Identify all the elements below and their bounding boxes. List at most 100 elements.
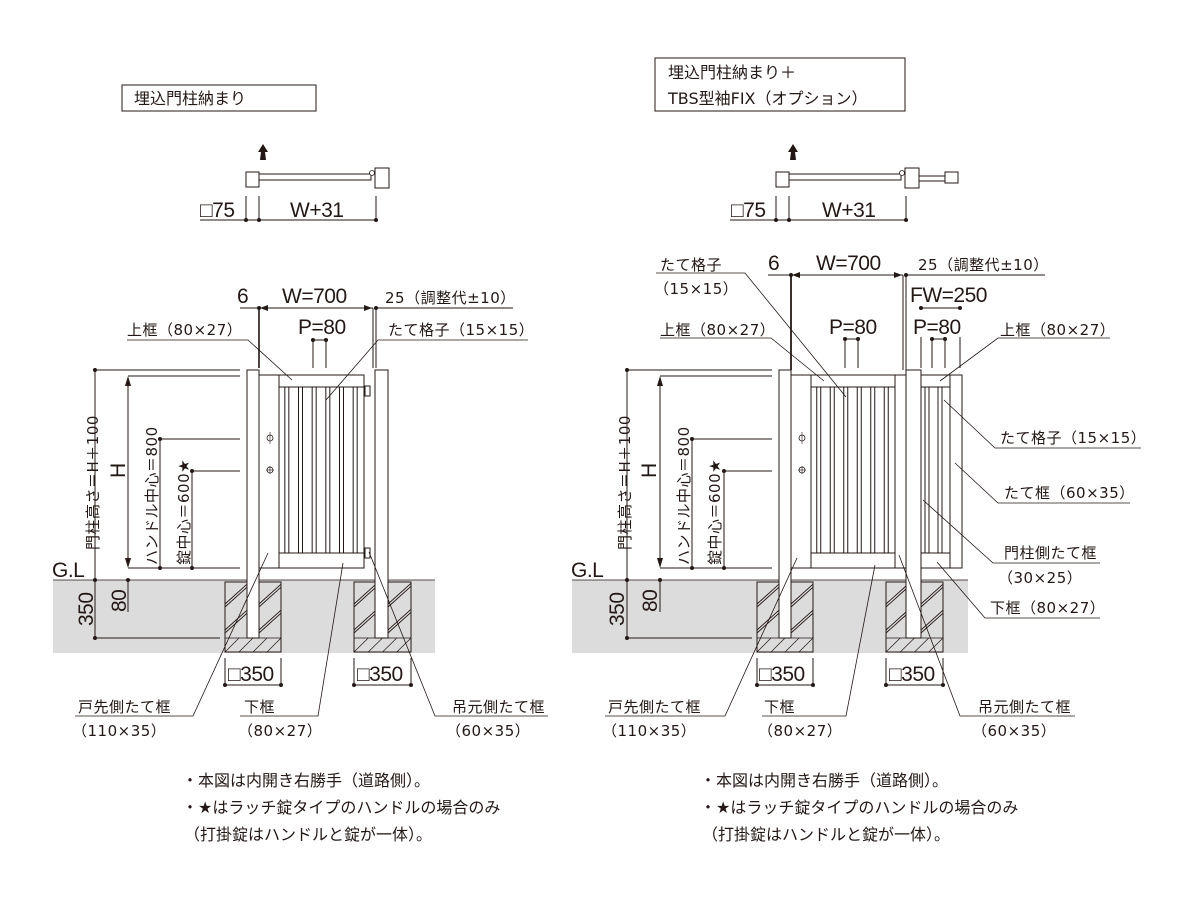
left-label-hinge-stile: 吊元側たて框 bbox=[452, 698, 545, 716]
left-title-box bbox=[121, 84, 317, 112]
right-adjust-dim: 25（調整代±10） bbox=[918, 256, 1049, 274]
left-opening-direction-arrow-icon bbox=[258, 144, 268, 160]
right-plan-fix-panel bbox=[918, 175, 948, 182]
dimension-dot bbox=[126, 578, 130, 582]
right-latch-concrete-hatch bbox=[790, 586, 814, 608]
left-label-bottom-rail: 下框 bbox=[244, 698, 275, 716]
right-foundation2-dim: □350 bbox=[889, 663, 935, 686]
left-hinge-concrete-hatch bbox=[353, 613, 376, 634]
right-latch-concrete-hatch bbox=[756, 583, 780, 605]
dimension-dot bbox=[755, 683, 759, 687]
right-leader-bottom-rail bbox=[762, 564, 876, 717]
right-diagram-text: 埋込門柱納まり＋ TBS型袖FIX（オプション） □75 W+31 6 W=70… bbox=[571, 57, 1146, 844]
dimension-dot bbox=[223, 683, 227, 687]
left-vertical-bar bbox=[311, 386, 317, 554]
dimension-dot bbox=[190, 566, 194, 570]
left-hinge-concrete-hatch bbox=[353, 587, 376, 608]
left-depth-dim: 350 bbox=[75, 592, 98, 626]
right-title-box bbox=[654, 57, 906, 112]
left-hinge-concrete-hatch bbox=[387, 582, 412, 605]
dimension-dot bbox=[158, 437, 162, 441]
right-latch-gravel-hatch bbox=[756, 637, 772, 653]
right-depth-dim: 350 bbox=[606, 592, 629, 626]
right-latch-concrete-hatch bbox=[756, 612, 780, 634]
right-post-height-dim: 門柱高さ＝H＋100 bbox=[616, 415, 634, 550]
dimension-dot bbox=[774, 218, 778, 222]
right-label-bar-size: （15×15） bbox=[654, 280, 738, 298]
dimension-dot bbox=[690, 566, 694, 570]
right-leader-latch-stile bbox=[605, 557, 798, 717]
right-label-latch-stile: 戸先側たて框 bbox=[608, 698, 701, 716]
dimension-dot bbox=[904, 218, 908, 222]
right-label-hinge-stile: 吊元側たて框 bbox=[978, 698, 1071, 716]
right-hinge-gravel-hatch bbox=[885, 637, 901, 653]
right-hinge-concrete-hatch bbox=[885, 585, 907, 605]
right-latch-post bbox=[778, 369, 792, 639]
drawing-geometry bbox=[53, 144, 1141, 717]
right-label-hinge-stile-size: （60×35） bbox=[972, 722, 1056, 740]
left-hinge-concrete-hatch bbox=[353, 610, 376, 631]
dimension-dot bbox=[856, 337, 860, 341]
right-foundation1-dim: □350 bbox=[759, 663, 805, 686]
right-plan-fix-end bbox=[944, 171, 959, 184]
left-foundation1-dim: □350 bbox=[228, 663, 274, 686]
right-plan-latch-post bbox=[775, 171, 790, 188]
right-plan-gate bbox=[788, 173, 902, 181]
left-latch-concrete-hatch bbox=[224, 586, 248, 608]
left-leader-hinge-stile bbox=[368, 551, 548, 717]
right-hinge-concrete-hatch bbox=[920, 583, 944, 605]
right-hinge-concrete-hatch bbox=[920, 609, 944, 631]
left-vertical-bar bbox=[352, 386, 358, 554]
right-pitch-dim: P=80 bbox=[829, 316, 877, 339]
dimension-dot bbox=[930, 337, 934, 341]
left-hinge-concrete-hatch bbox=[387, 585, 412, 608]
dimension-dot bbox=[884, 683, 888, 687]
right-plan-hinge-post bbox=[904, 167, 920, 189]
right-plan-hinge-icon bbox=[899, 170, 905, 176]
left-plan-hinge-post bbox=[374, 167, 390, 189]
left-latch-gravel-hatch bbox=[238, 637, 254, 653]
right-post-side-stile bbox=[894, 374, 907, 569]
left-hinge-top bbox=[364, 385, 371, 397]
right-vertical-bar bbox=[870, 386, 876, 554]
right-vertical-bar bbox=[829, 386, 835, 554]
right-label-latch-stile-size: （110×35） bbox=[602, 722, 696, 740]
dimension-dot bbox=[958, 306, 962, 310]
dimension-dot bbox=[787, 218, 791, 222]
left-latch-gravel-hatch bbox=[266, 637, 282, 653]
dimension-dot bbox=[257, 218, 261, 222]
left-latch-concrete-hatch bbox=[224, 609, 248, 631]
left-plan-hinge-icon bbox=[369, 170, 375, 176]
left-handle-dim: ハンドル中心＝800 bbox=[143, 426, 161, 565]
left-pitch-dim: P=80 bbox=[298, 316, 346, 339]
left-arrow-up-icon bbox=[125, 376, 131, 386]
dimension-dot bbox=[409, 683, 413, 687]
left-width-dim: W=700 bbox=[282, 285, 347, 308]
right-vertical-bar bbox=[843, 386, 849, 554]
right-hinge-gravel-hatch bbox=[914, 637, 929, 653]
left-arrow-left-icon bbox=[260, 305, 268, 311]
left-label-bar: たて格子（15×15） bbox=[388, 321, 534, 339]
left-top-rail bbox=[278, 374, 365, 388]
left-plan-gate bbox=[258, 173, 372, 181]
left-latch-post bbox=[246, 369, 260, 639]
right-latch-concrete-hatch bbox=[790, 609, 814, 631]
right-label-bottom-rail: 下框 bbox=[764, 698, 795, 716]
right-hinge-concrete-hatch bbox=[920, 586, 944, 608]
right-latch-concrete-hatch bbox=[790, 612, 814, 634]
right-latch-concrete-hatch bbox=[756, 586, 780, 608]
right-hinge-concrete-hatch bbox=[885, 611, 907, 631]
right-leader-fix-top-rail bbox=[939, 337, 1110, 382]
left-arrow-right-icon bbox=[364, 305, 372, 311]
left-label-top-rail: 上框（80×27） bbox=[127, 321, 242, 339]
left-hinge-concrete-hatch bbox=[387, 611, 412, 634]
right-label-fix-stile: たて框（60×35） bbox=[1004, 484, 1135, 502]
left-vertical-bar bbox=[284, 386, 290, 554]
right-label-bottom-rail-size: （80×27） bbox=[758, 722, 842, 740]
right-note-2: ・★はラッチ錠タイプのハンドルの場合のみ bbox=[700, 798, 1018, 817]
left-leader-top-rail bbox=[127, 339, 293, 381]
left-embed-dim: 80 bbox=[108, 590, 131, 612]
left-latch-concrete-hatch bbox=[258, 586, 282, 608]
right-arrow-left-icon bbox=[792, 272, 800, 278]
